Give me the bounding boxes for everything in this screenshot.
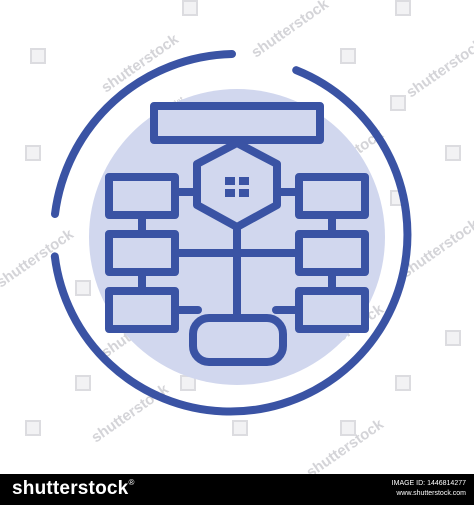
site-url-text: www.shutterstock.com xyxy=(396,490,466,497)
brand-logo: shutterstock® xyxy=(12,478,135,500)
outer-ring-arc-upper xyxy=(51,50,236,218)
image-id-block: IMAGE ID: 1446814277 www.shutterstock.co… xyxy=(392,479,466,499)
icon-stage: shutterstock shutterstock shutterstock s… xyxy=(0,0,474,481)
flowchart-right-box-1 xyxy=(295,173,369,219)
footer-bar: shutterstock® IMAGE ID: 1446814277 www.s… xyxy=(0,474,474,505)
brand-text: shutterstock xyxy=(12,478,129,499)
flowchart-terminal xyxy=(189,314,287,366)
flowchart-icon xyxy=(50,50,412,416)
flowchart-top-bar xyxy=(150,102,324,144)
flowchart-hexagon xyxy=(193,139,281,231)
flowchart-right-box-2 xyxy=(295,230,369,276)
flowchart-right-box-3 xyxy=(295,287,369,333)
hexagon-grid-glyph xyxy=(225,177,249,197)
flowchart-left-box-2 xyxy=(105,230,179,276)
image-id-text: IMAGE ID: 1446814277 xyxy=(391,480,466,487)
flowchart-left-box-3 xyxy=(105,287,179,333)
outer-ring-arc xyxy=(50,66,412,416)
brand-registered-mark: ® xyxy=(128,478,135,487)
flowchart-left-box-1 xyxy=(105,173,179,219)
